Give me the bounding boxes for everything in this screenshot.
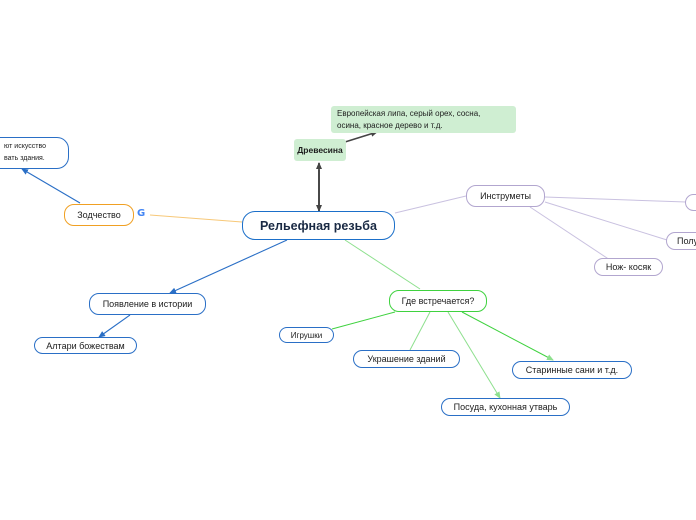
tools-child-1[interactable] <box>685 194 696 211</box>
branch-wood-label: Древесина <box>297 145 343 155</box>
link-wood-note <box>344 130 378 143</box>
where-child-sleighs-label: Старинные сани и т.д. <box>525 365 619 375</box>
branch-history[interactable]: Появление в истории <box>89 293 206 315</box>
tools-child-2[interactable]: Полу <box>666 232 696 250</box>
tools-child-3[interactable]: Нож- косяк <box>594 258 663 276</box>
wood-note[interactable]: Европейская липа, серый орех, сосна, оси… <box>331 106 516 133</box>
branch-tools[interactable]: Инструметы <box>466 185 545 207</box>
where-child-buildings[interactable]: Украшение зданий <box>353 350 460 368</box>
link-where-dishes <box>447 311 501 399</box>
link-where-toys <box>331 311 396 330</box>
link-tools-child1 <box>544 196 687 203</box>
link-central-tools <box>394 195 467 214</box>
link-tools-child2 <box>544 201 668 241</box>
architecture-note-text: ют искусство вать здания. <box>4 143 46 162</box>
link-central-architecture <box>149 214 243 223</box>
history-child-altars-label: Алтари божествам <box>46 340 125 351</box>
where-child-buildings-label: Украшение зданий <box>367 354 446 364</box>
link-central-history <box>169 239 288 294</box>
branch-architecture-label: Зодчество <box>77 210 121 220</box>
where-child-dishes-label: Посуда, кухонная утварь <box>453 402 558 412</box>
branch-tools-label: Инструметы <box>480 191 531 201</box>
branch-where-label: Где встречается? <box>401 296 475 306</box>
link-where-sleighs <box>461 311 554 361</box>
branch-history-label: Появление в истории <box>102 299 193 309</box>
architecture-note[interactable]: ют искусство вать здания. <box>0 137 69 169</box>
tools-child-3-label: Нож- косяк <box>605 262 652 272</box>
where-child-toys[interactable]: Игрушки <box>279 327 334 343</box>
google-g-icon[interactable]: G <box>137 208 146 219</box>
wood-note-text: Европейская липа, серый орех, сосна, оси… <box>337 108 481 130</box>
link-central-where <box>344 239 421 290</box>
where-child-sleighs[interactable]: Старинные сани и т.д. <box>512 361 632 379</box>
link-where-buildings <box>409 311 431 351</box>
branch-wood[interactable]: Древесина <box>294 139 346 161</box>
tools-child-2-label: Полу <box>677 236 696 246</box>
where-child-dishes[interactable]: Посуда, кухонная утварь <box>441 398 570 416</box>
link-tools-child3 <box>529 206 611 261</box>
link-architecture-note <box>21 168 81 204</box>
central-topic-label: Рельефная резьба <box>260 218 377 233</box>
where-child-toys-label: Игрушки <box>290 330 323 340</box>
link-history-altars <box>98 314 131 338</box>
central-topic[interactable]: Рельефная резьба <box>242 211 395 240</box>
history-child-altars[interactable]: Алтари божествам <box>34 337 137 354</box>
branch-architecture[interactable]: Зодчество <box>64 204 134 226</box>
branch-where[interactable]: Где встречается? <box>389 290 487 312</box>
